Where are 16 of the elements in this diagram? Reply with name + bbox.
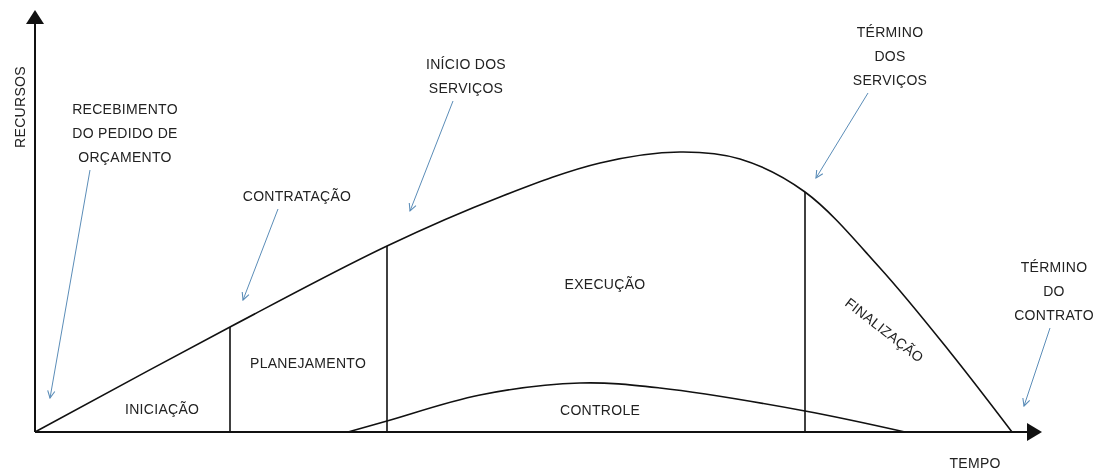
callout-label: INÍCIO DOS SERVIÇOS	[426, 52, 506, 100]
axis-title: TEMPO	[949, 455, 1001, 471]
leader-arrow	[408, 100, 454, 212]
phase-label: CONTROLE	[560, 402, 641, 418]
callout-label: TÉRMINO DOS SERVIÇOS	[850, 20, 930, 92]
phase-label: INICIAÇÃO	[125, 401, 200, 417]
callout-label: RECEBIMENTO DO PEDIDO DE ORÇAMENTO	[62, 97, 188, 169]
phase-label: PLANEJAMENTO	[250, 355, 367, 371]
phase-label: EXECUÇÃO	[564, 276, 646, 292]
callout-label: TÉRMINO DO CONTRATO	[1008, 255, 1100, 327]
leader-arrow	[1022, 327, 1051, 407]
leader-arrow	[241, 208, 279, 301]
callout-label: CONTRATAÇÃO	[228, 184, 366, 208]
axis-title: RECURSOS	[11, 66, 28, 148]
leader-arrow	[815, 92, 869, 179]
leader-arrow	[47, 169, 91, 399]
